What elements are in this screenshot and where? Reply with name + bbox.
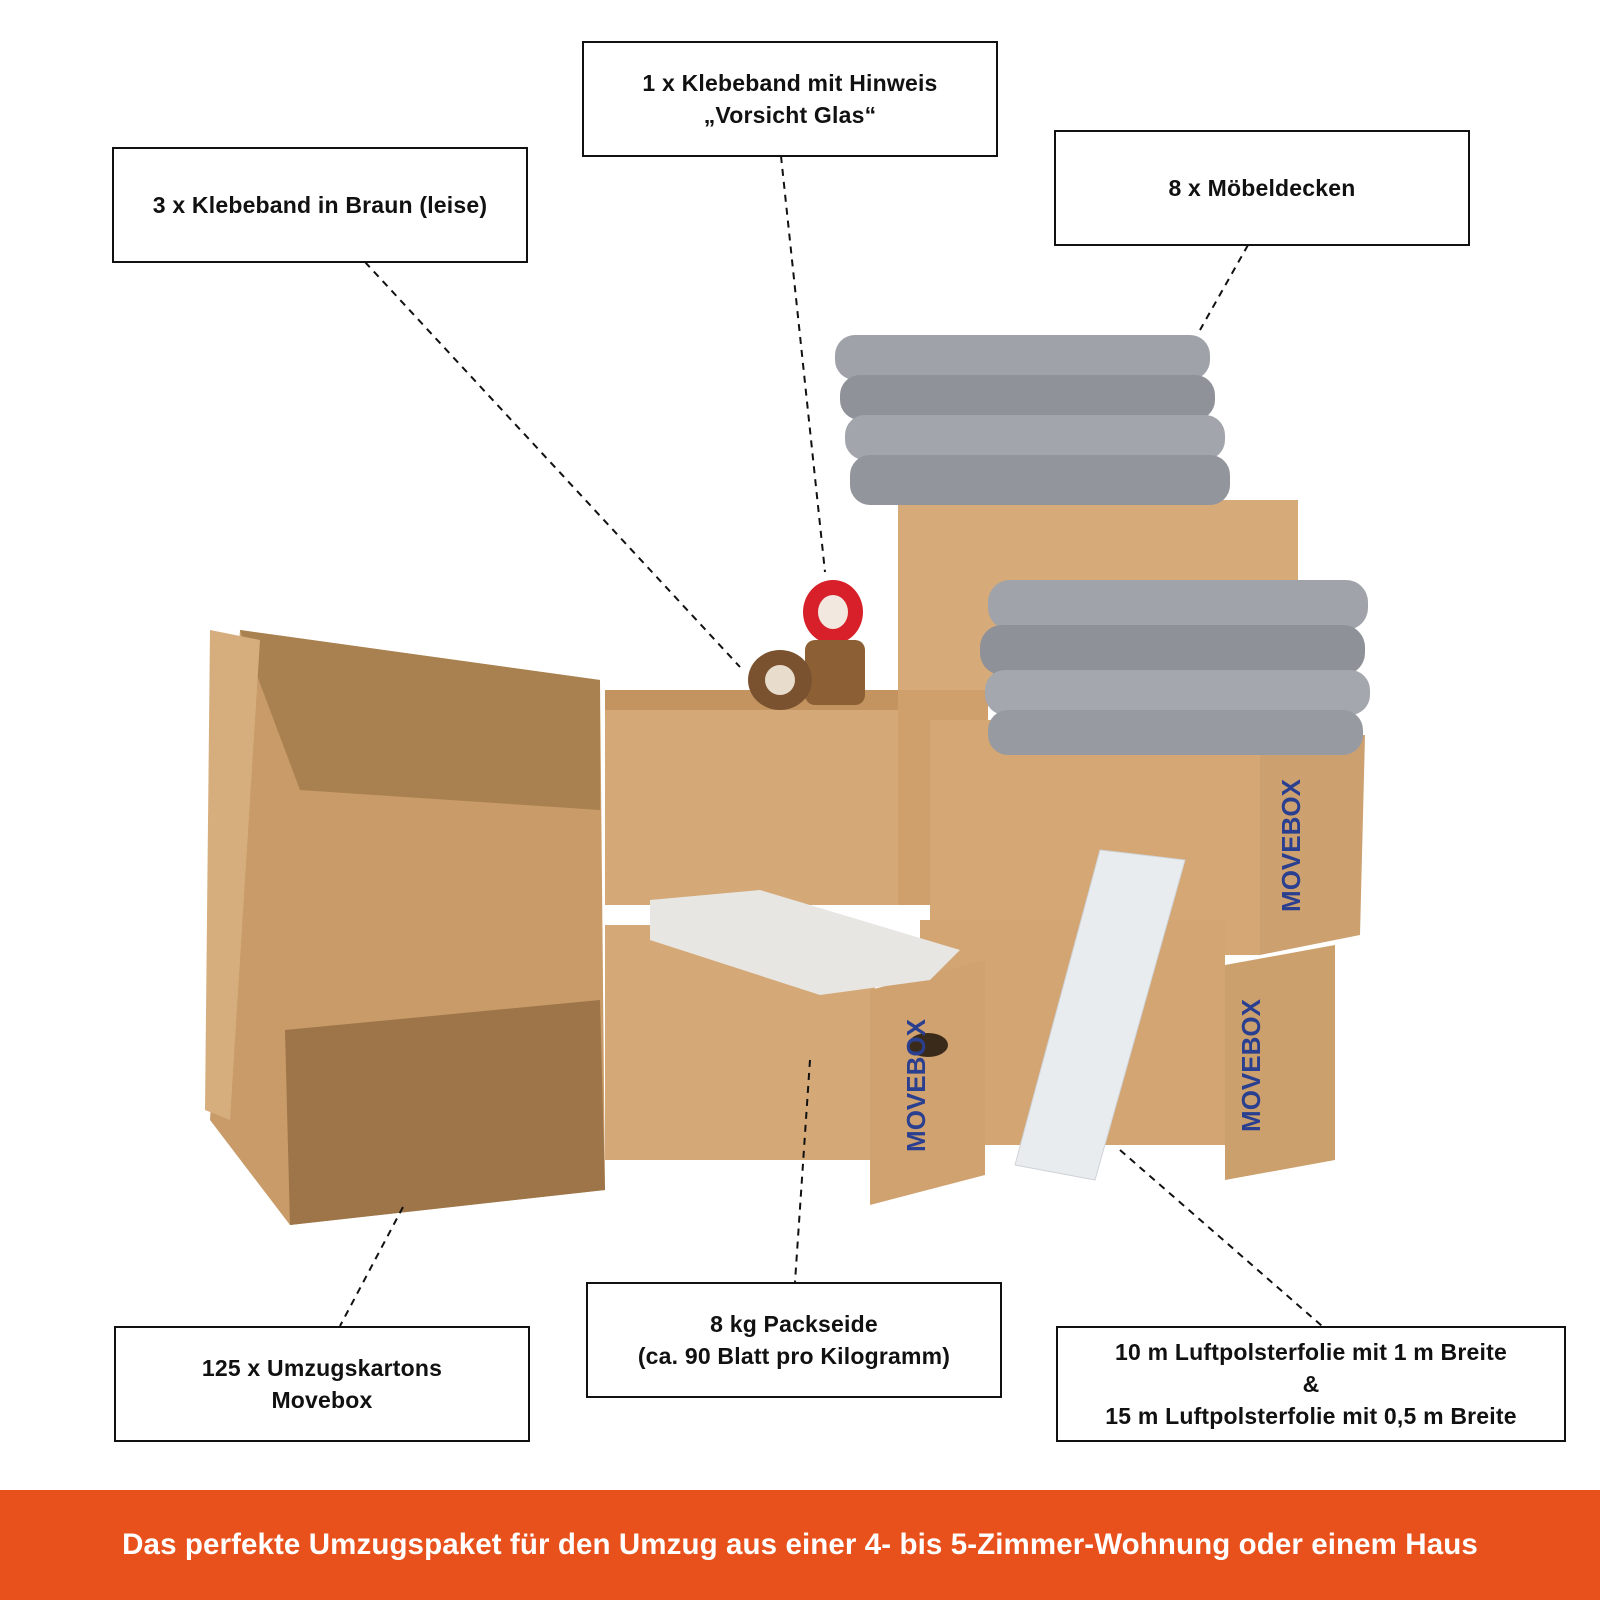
blanket-stack-right [980,580,1370,755]
callout-boxes: 125 x Umzugskartons Movebox [114,1326,530,1442]
callout-blankets: 8 x Möbeldecken [1054,130,1470,246]
callout-line: 125 x Umzugskartons [201,1355,443,1381]
banner-text: Das perfekte Umzugspaket für den Umzug a… [122,1528,1478,1561]
callout-line: 3 x Klebeband in Braun (leise) [152,192,488,218]
promo-banner: Das perfekte Umzugspaket für den Umzug a… [0,1490,1600,1600]
box-brand-text-middle: MOVEBOX [1275,779,1306,912]
callout-bubble-wrap: 10 m Luftpolsterfolie mit 1 m Breite & 1… [1056,1326,1566,1442]
box-brand-text-right: MOVEBOX [1235,999,1266,1132]
callout-glass-tape: 1 x Klebeband mit Hinweis „Vorsicht Glas… [582,41,998,157]
callout-line: 8 kg Packseide [710,1311,878,1337]
tissue-paper [650,890,960,995]
callout-brown-tape: 3 x Klebeband in Braun (leise) [112,147,528,263]
callout-line: 15 m Luftpolsterfolie mit 0,5 m Breite [1105,1403,1517,1429]
callout-line: 1 x Klebeband mit Hinweis [642,70,938,96]
callout-line: Movebox [271,1387,373,1413]
callout-line: 10 m Luftpolsterfolie mit 1 m Breite [1115,1339,1507,1365]
callout-line: & [1302,1371,1320,1397]
box-brand-text-front: MOVEBOX [900,1019,931,1152]
tape-rolls [748,580,865,710]
callout-tissue: 8 kg Packseide (ca. 90 Blatt pro Kilogra… [586,1282,1002,1398]
callout-line: 8 x Möbeldecken [1168,175,1356,201]
box-back-left [605,690,900,905]
leader-lines [339,155,1323,1327]
callout-line: (ca. 90 Blatt pro Kilogramm) [637,1343,951,1369]
bubble-wrap-roll [1014,849,1186,1181]
callout-line: „Vorsicht Glas“ [703,102,877,128]
flat-carton-stack [205,630,605,1225]
blanket-stack-top [835,335,1230,505]
